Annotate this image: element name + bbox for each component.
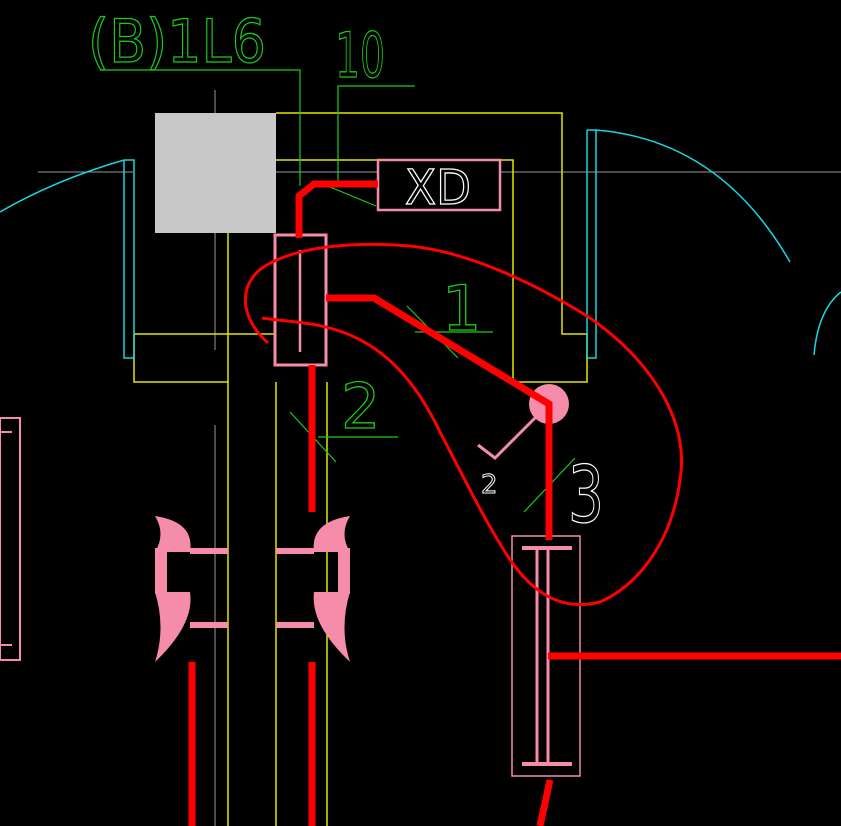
sprinkler-arm-right-top (276, 548, 314, 554)
pipe-label-1: 1 (442, 272, 481, 345)
sprinkler-head-right-bottom (313, 592, 350, 662)
sprinkler-head-right-top (313, 516, 350, 552)
valve-ball-tag (477, 402, 551, 460)
wall-tag-label: (B)1L6 (88, 7, 266, 77)
red-pipes[interactable] (188, 180, 841, 826)
structural-column (155, 113, 276, 233)
pipe-to-xd (295, 180, 378, 238)
pipe-bottom-diag (536, 779, 554, 826)
review-markup-loop (244, 242, 683, 607)
wall-tag-number: 10 (335, 19, 385, 92)
sprinkler-heads-left[interactable] (155, 516, 228, 662)
valve-small-label: 2 (481, 470, 498, 500)
sprinkler-head-left-bottom (155, 592, 191, 662)
pipe-1 (326, 294, 553, 540)
left-fixture-frame (0, 417, 21, 661)
sprinkler-arm-left-top (190, 548, 228, 554)
annotation-text: (B)1L6 10 1 2 3 2 (87, 6, 604, 541)
wall-outlines (133, 112, 588, 826)
pipe-label-2: 2 (341, 370, 380, 443)
xd-box-label: XD (405, 160, 471, 216)
sprinkler-head-left-top (155, 516, 191, 552)
sprinkler-arm-left-bottom (190, 622, 228, 628)
left-wall-fixture[interactable] (0, 417, 21, 661)
sprinkler-stem-left (155, 548, 167, 594)
door-openings (0, 129, 841, 359)
pipe-label-3: 3 (568, 451, 604, 541)
sprinkler-stem-right (338, 548, 350, 594)
xd-box[interactable]: XD (376, 158, 502, 217)
sprinkler-heads-right[interactable] (276, 516, 350, 662)
sprinkler-arm-right-bottom (276, 622, 314, 628)
